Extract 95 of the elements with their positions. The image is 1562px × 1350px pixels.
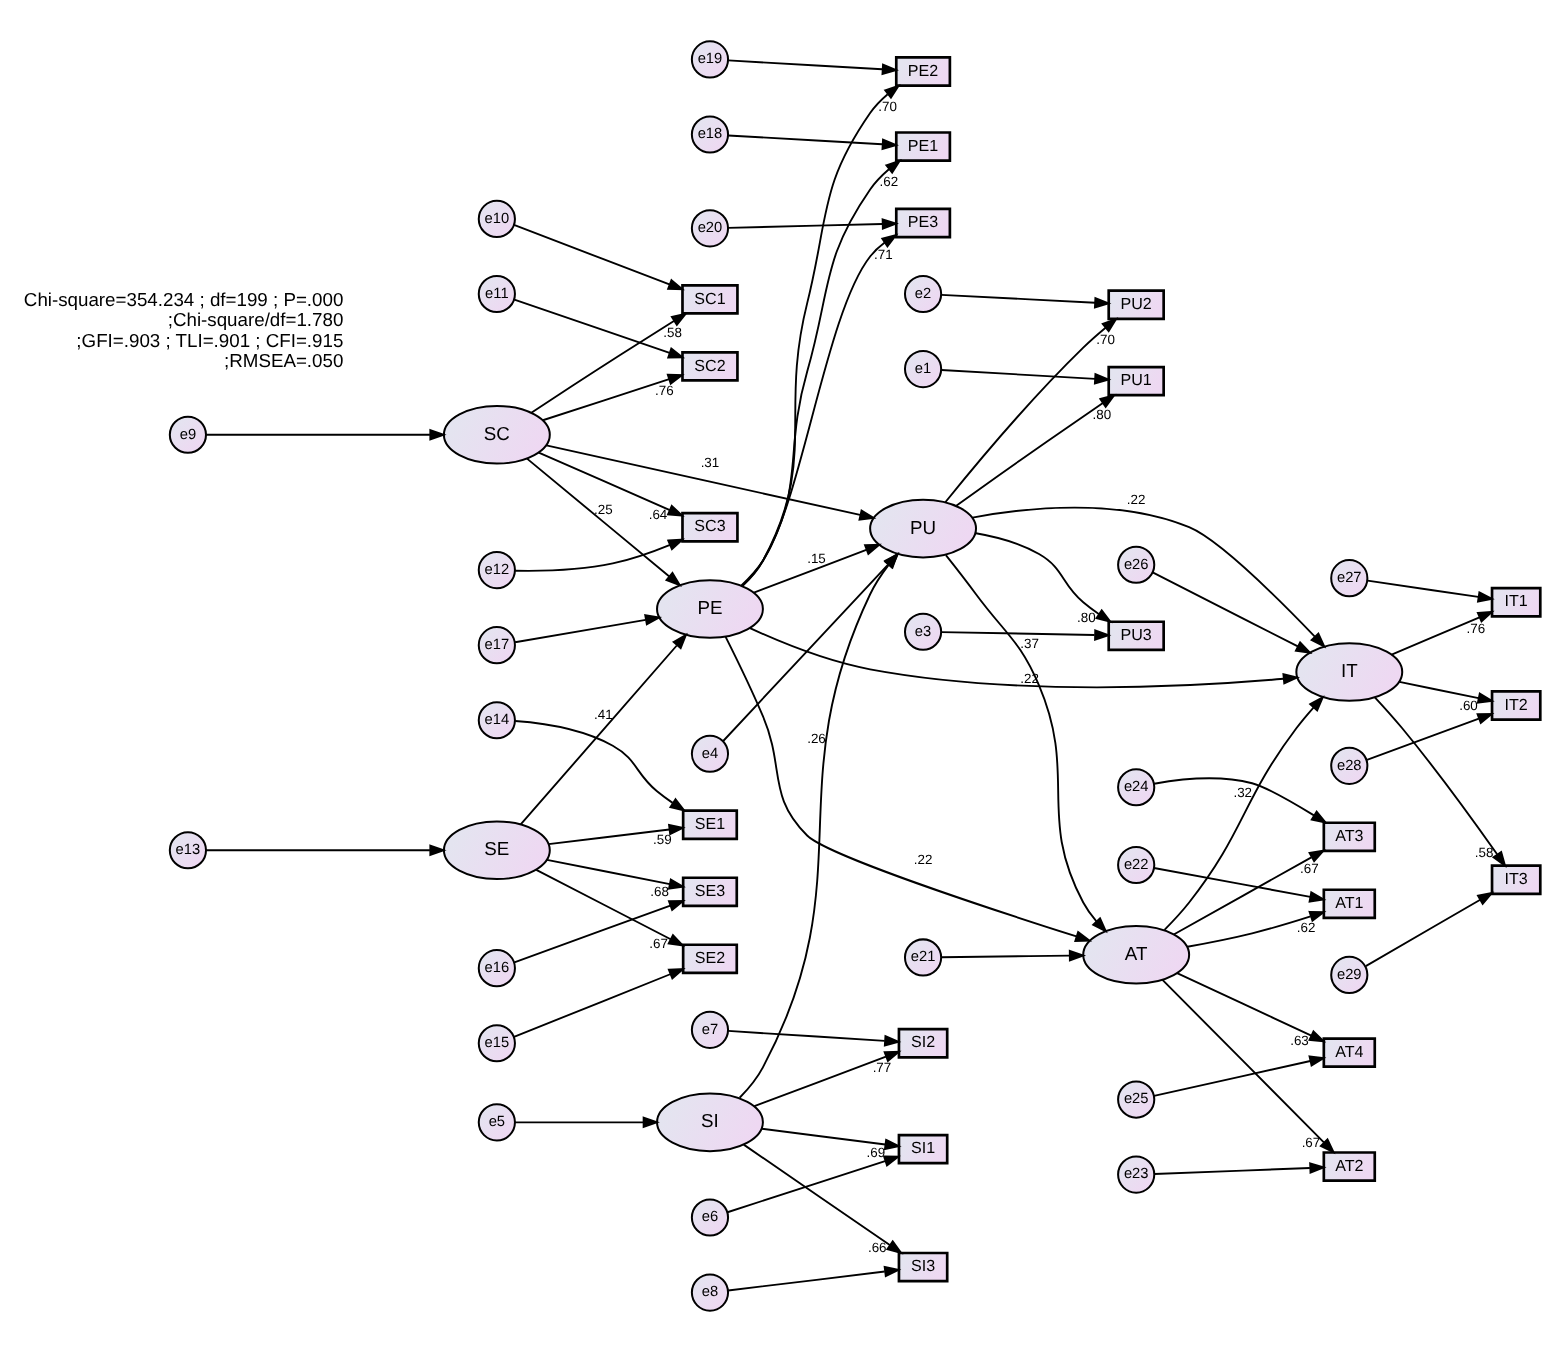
arrow (955, 392, 1117, 506)
node-circle: e3 (903, 611, 943, 650)
arrow (760, 1126, 902, 1150)
arrow (514, 719, 687, 812)
arrow (944, 553, 1108, 933)
node-circle: e22 (1117, 844, 1156, 884)
arrow (724, 634, 1093, 941)
node-circle: e26 (1117, 544, 1156, 583)
node-circle: e21 (903, 937, 943, 976)
arrow (535, 867, 686, 946)
arrow (205, 427, 447, 440)
arrow (513, 223, 685, 290)
node-circle: e16 (477, 948, 516, 987)
node-circle: e8 (690, 1272, 730, 1311)
arrow (1366, 578, 1495, 602)
arrow (1390, 609, 1495, 655)
node-circle: e4 (690, 733, 730, 772)
arrow (519, 631, 688, 825)
arrow (1186, 909, 1327, 947)
arrow (752, 542, 882, 593)
node-circle: e2 (903, 273, 943, 313)
node-circle: e13 (168, 830, 207, 869)
arrow (1151, 570, 1313, 653)
arrow (1153, 776, 1328, 824)
node-ellipse: AT (1082, 923, 1191, 984)
arrow (1398, 680, 1495, 703)
arrow (205, 843, 447, 856)
arrow (1153, 1161, 1327, 1174)
arrow (513, 899, 686, 963)
arrow (514, 612, 663, 643)
label: Chi-square=354.234 ; df=199 ; P=.000 (23, 289, 344, 310)
arrow (742, 1142, 904, 1254)
node-circle: e25 (1117, 1079, 1156, 1118)
arrow (727, 133, 899, 150)
arrow (1373, 695, 1507, 867)
node-circle: e7 (690, 1009, 730, 1048)
arrow (1176, 971, 1327, 1042)
node-circle: e10 (477, 198, 516, 238)
arrow (727, 216, 899, 229)
arrow (1173, 848, 1326, 935)
label: ;RMSEA=.050 (224, 349, 344, 370)
arrow (940, 292, 1112, 308)
node-circle: e28 (1330, 745, 1369, 784)
node-circle: e5 (477, 1102, 516, 1141)
node-circle: e6 (690, 1197, 730, 1236)
node-circle: e11 (477, 273, 516, 313)
arrow (513, 967, 686, 1037)
node-circle: e23 (1117, 1154, 1156, 1193)
arrow (971, 505, 1327, 648)
arrow (753, 1049, 902, 1107)
arrow (530, 311, 689, 413)
arrow (749, 626, 1300, 688)
arrow (940, 368, 1112, 384)
arrow (537, 450, 685, 516)
arrow (726, 1154, 901, 1213)
arrow (1163, 694, 1325, 930)
node-circle: e24 (1117, 767, 1156, 806)
node-ellipse: SI (656, 1091, 764, 1152)
node-circle: e9 (168, 414, 207, 453)
label: ;Chi-square/df=1.780 (167, 309, 344, 330)
node-circle: e14 (477, 700, 516, 739)
node-ellipse: PE (656, 578, 764, 638)
arrow (1161, 977, 1336, 1154)
node-ellipse: SE (442, 819, 551, 880)
arrow (1153, 866, 1327, 902)
node-circle: e1 (903, 348, 943, 388)
arrow (546, 857, 686, 889)
arrow (974, 531, 1113, 623)
arrow (1366, 711, 1495, 760)
arrow (1364, 890, 1495, 967)
arrow (727, 1264, 902, 1291)
arrow (1153, 1054, 1327, 1096)
arrow (547, 822, 686, 845)
node-circle: e29 (1330, 954, 1369, 993)
arrow (545, 443, 877, 520)
arrow (514, 537, 686, 571)
arrow (727, 1029, 902, 1046)
arrow (541, 372, 685, 421)
arrow (940, 628, 1112, 641)
node-ellipse: PU (869, 497, 978, 558)
node-circle: e27 (1330, 558, 1369, 597)
arrow (526, 456, 682, 586)
arrow (940, 948, 1087, 961)
node-circle: e17 (477, 625, 516, 664)
arrow (944, 316, 1119, 503)
arrow (513, 297, 686, 358)
arrow (727, 58, 899, 75)
arrow (514, 1115, 660, 1128)
node-circle: e20 (690, 208, 730, 247)
node-ellipse: SC (442, 403, 551, 464)
node-circle: e18 (690, 114, 730, 153)
node-circle: e15 (477, 1023, 516, 1062)
label: ;GFI=.903 ; TLI=.901 ; CFI=.915 (76, 329, 344, 350)
node-circle: e12 (477, 550, 516, 589)
node-circle: e19 (690, 39, 730, 78)
